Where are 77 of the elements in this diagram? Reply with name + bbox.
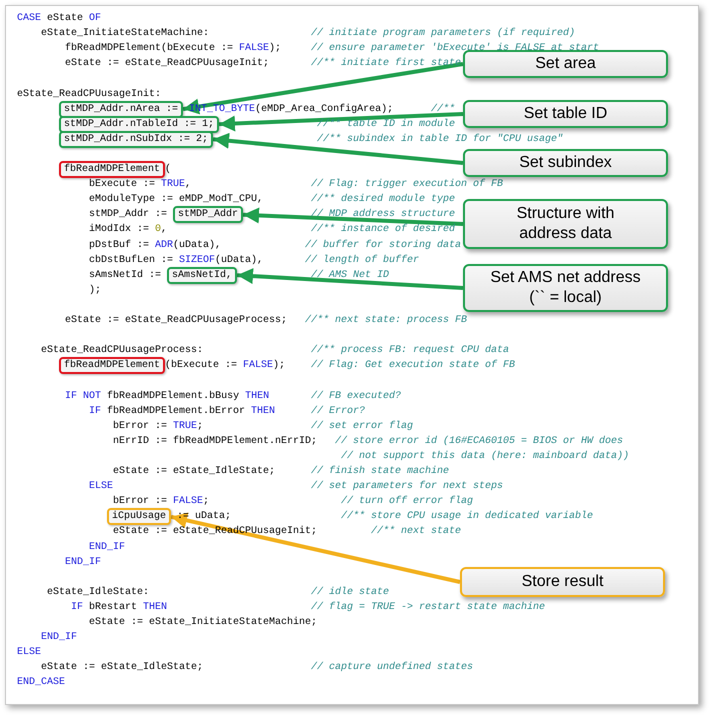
code-line: eState_IdleState:: [47, 586, 150, 598]
highlighted-code: fbReadMDPElement: [59, 161, 166, 178]
highlighted-code: stMDP_Addr.nSubIdx := 2;: [59, 130, 214, 148]
code-comment: // set error flag: [311, 420, 414, 433]
code-line: END_IF: [89, 542, 126, 552]
code-line: eState := eState_IdleState;: [113, 466, 276, 477]
code-line: eState := eState_IdleState;: [41, 662, 204, 674]
code-line: eState := eState_InitiateStateMachine;: [89, 617, 318, 628]
code-line: bError := FALSE;: [113, 496, 210, 508]
highlighted-code: sAmsNetId,: [167, 266, 238, 284]
code-line: eModuleType := eMDP_ModT_CPU,: [89, 194, 264, 206]
code-comment: // flag = TRUE -> restart state machine: [311, 600, 546, 614]
callout-box: Set area: [463, 50, 668, 78]
code-comment: // AMS Net ID: [311, 268, 390, 282]
code-line: IF fbReadMDPElement.bError THEN: [89, 406, 276, 417]
arrow: [212, 132, 464, 165]
code-line: );: [89, 284, 102, 296]
code-line: bError := TRUE;: [113, 420, 204, 432]
code-comment: //** subindex in table ID for "CPU usage": [317, 132, 564, 146]
code-line: bExecute := TRUE,: [89, 179, 192, 190]
callout-box: Set table ID: [463, 100, 668, 128]
code-comment: //** desired module type: [311, 193, 456, 206]
code-line: eState := eState_ReadCPUusageInit;: [65, 58, 270, 70]
code-comment: // turn off error flag: [341, 495, 474, 508]
code-comment: // store error id (16#ECA60105 = BIOS or HW does: [335, 434, 624, 448]
code-line: eState_InitiateStateMachine:: [41, 28, 210, 40]
code-line: pDstBuf := ADR(uData),: [89, 240, 222, 250]
arrow: [182, 62, 464, 114]
code-line: eState_ReadCPUusageProcess:: [41, 345, 204, 356]
code-comment: //** table ID in module: [317, 118, 456, 131]
highlighted-code: fbReadMDPElement: [59, 357, 166, 374]
code-comment: // finish state machine: [311, 465, 450, 478]
code-comment: //** process FB: request CPU data: [311, 344, 510, 358]
code-line: ELSE: [89, 481, 114, 492]
arrow: [242, 207, 464, 226]
code-line: END_IF: [41, 632, 78, 644]
code-comment: // not support this data (here: mainboard data)): [341, 450, 630, 463]
code-comment: // initiate program parameters (if required): [311, 27, 576, 40]
code-comment: //** next state: [371, 525, 462, 538]
code-comment: // Error?: [311, 404, 366, 418]
code-line: fbReadMDPElement(bExecute := FALSE);: [65, 43, 282, 54]
code-comment: // Flag: Get execution state of FB: [311, 359, 516, 372]
code-line: (: [165, 164, 172, 175]
code-line: eState_ReadCPUusageInit:: [17, 88, 162, 100]
arrow: [170, 512, 460, 584]
code-comment: //**: [431, 102, 456, 116]
code-comment: //** store CPU usage in dedicated variable: [341, 510, 594, 524]
arrow: [218, 112, 464, 132]
code-line: sAmsNetId :=: [89, 270, 162, 281]
code-comment: // Flag: trigger execution of FB: [311, 178, 504, 192]
code-comment: // length of buffer: [305, 254, 420, 267]
callout-box: Structure with address data: [463, 199, 668, 249]
arrow: [236, 268, 464, 290]
code-line: IF bRestart THEN: [71, 602, 168, 613]
code-comment: // FB executed?: [311, 390, 402, 402]
code-line: CASE eState OF: [17, 13, 102, 24]
code-line: (bExecute := FALSE);: [165, 360, 286, 372]
callout-box: Set subindex: [463, 149, 668, 177]
code-line: END_IF: [65, 556, 102, 568]
callout-box: Set AMS net address (`` = local): [463, 264, 668, 312]
code-line: IF NOT fbReadMDPElement.bBusy THEN: [65, 390, 270, 402]
code-line: END_CASE: [17, 677, 66, 688]
code-line: ELSE: [17, 647, 42, 658]
code-line: stMDP_Addr :=: [89, 209, 168, 220]
highlighted-code: iCpuUsage: [107, 508, 172, 526]
code-comment: //** next state: process FB: [305, 314, 468, 327]
code-line: iModIdx := 0,: [89, 224, 168, 236]
code-comment: // capture undefined states: [311, 661, 474, 674]
callout-box: Store result: [460, 567, 665, 597]
code-comment: // set parameters for next steps: [311, 480, 504, 494]
code-line: cbDstBufLen := SIZEOF(uData),: [89, 254, 264, 266]
code-comment: // idle state: [311, 586, 390, 599]
code-comment: // buffer for storing data: [305, 238, 462, 252]
code-comment: //** instance of desired: [311, 223, 456, 236]
code-line: eState := eState_ReadCPUusageProcess;: [65, 315, 288, 326]
highlighted-code: stMDP_Addr: [173, 206, 244, 224]
code-line: nErrID := fbReadMDPElement.nErrID;: [113, 436, 318, 447]
